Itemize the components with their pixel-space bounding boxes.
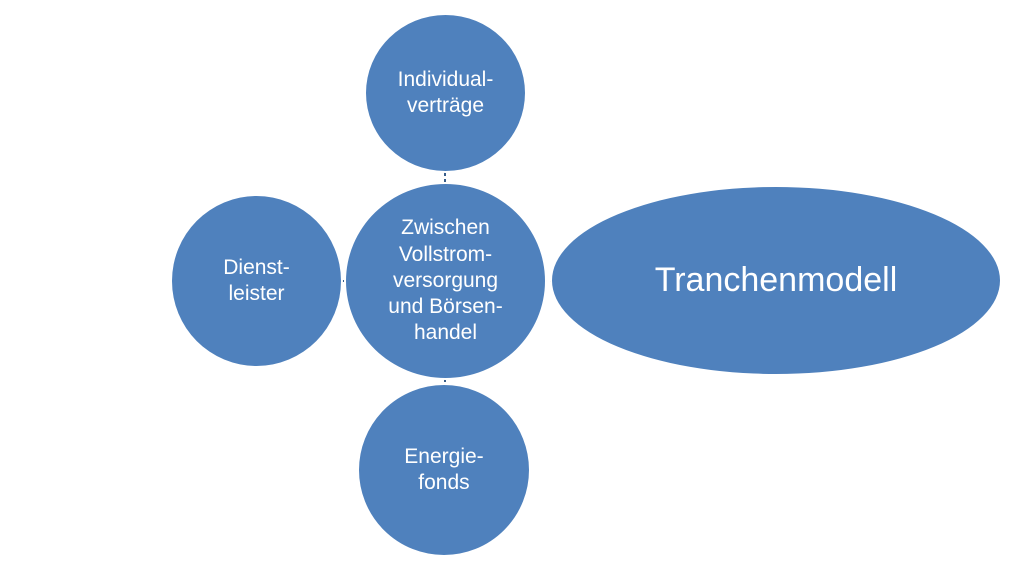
node-center: Zwischen Vollstrom- versorgung und Börse… <box>344 182 547 380</box>
node-top: Individual- verträge <box>364 13 527 173</box>
node-right-label: Tranchenmodell <box>654 261 898 300</box>
node-bottom: Energie- fonds <box>357 383 531 557</box>
node-left-label: Dienst- leister <box>223 255 290 305</box>
node-bottom-label: Energie- fonds <box>404 444 484 494</box>
node-top-label: Individual- verträge <box>397 67 494 117</box>
node-right: Tranchenmodell <box>550 185 1002 376</box>
node-left: Dienst- leister <box>170 194 343 368</box>
node-center-label: Zwischen Vollstrom- versorgung und Börse… <box>388 216 503 345</box>
